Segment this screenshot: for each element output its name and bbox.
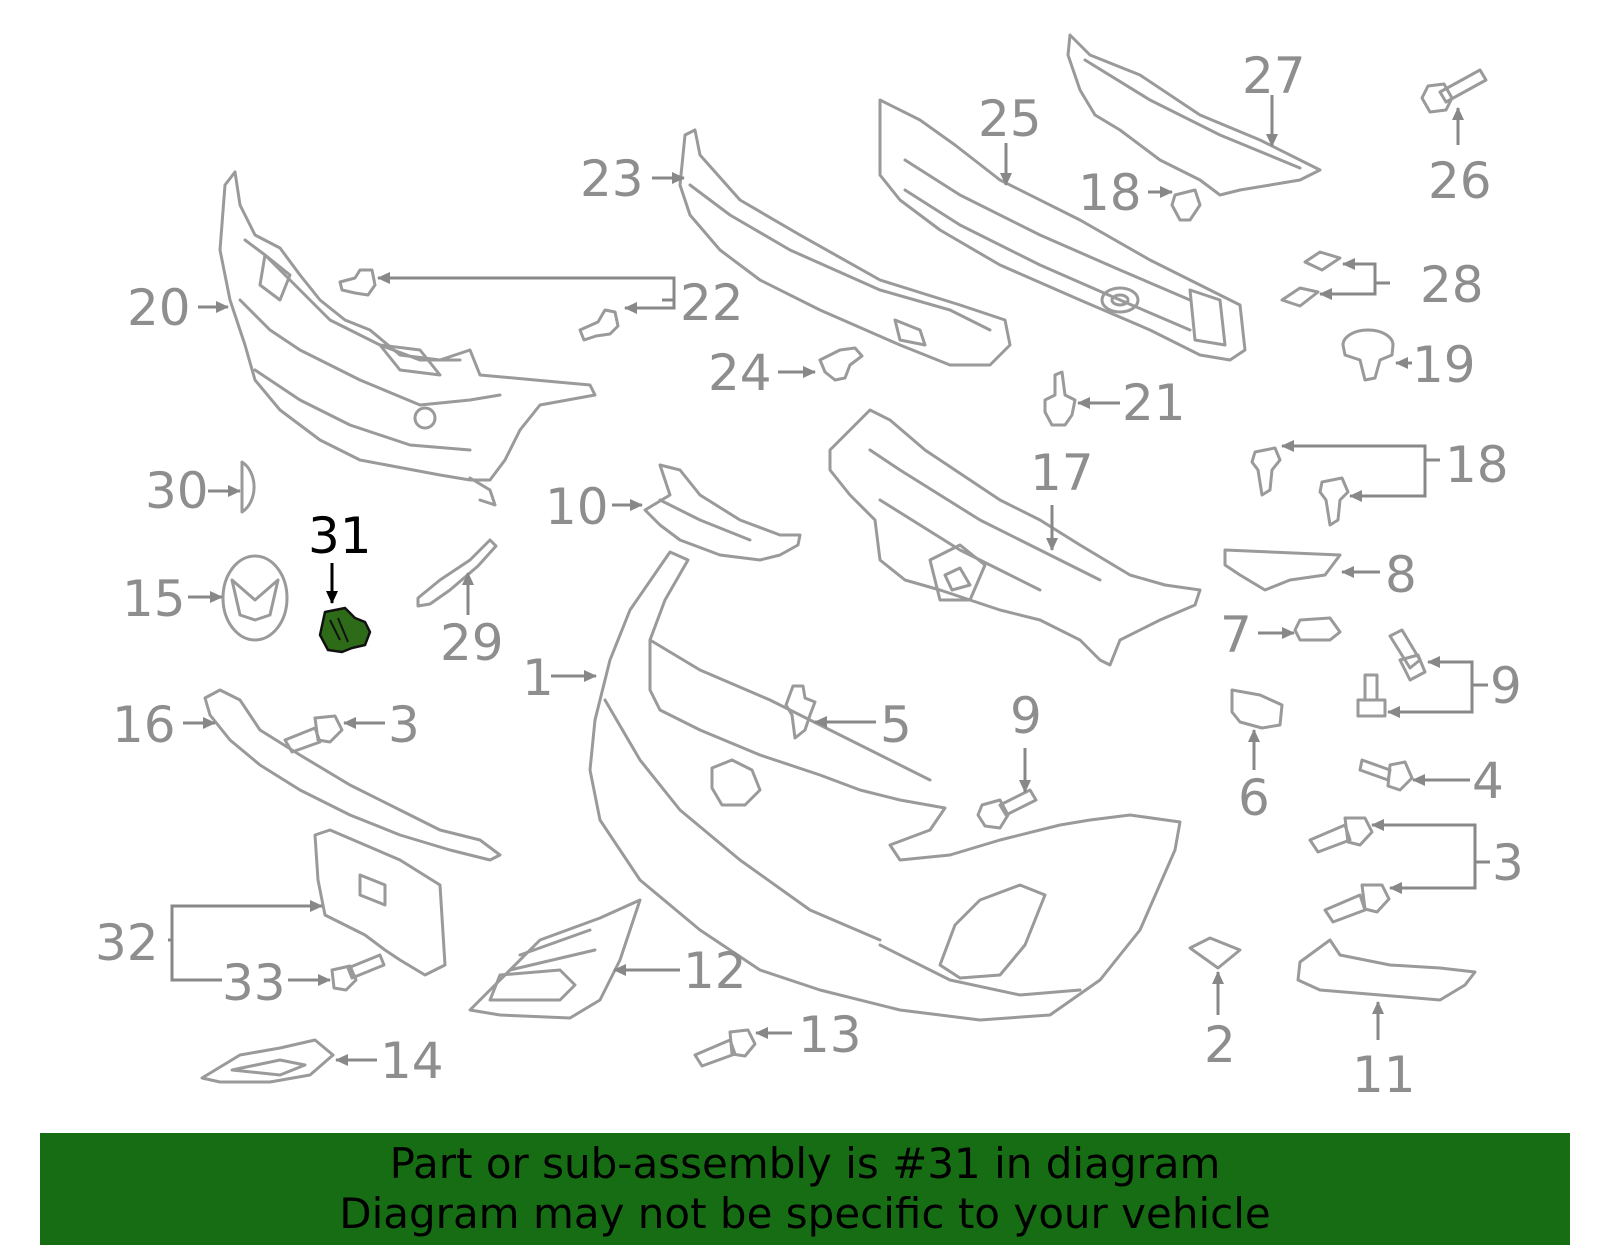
part-24-clip[interactable]: [818, 346, 864, 382]
callout-27: 27: [1242, 47, 1306, 105]
callout-4: 4: [1472, 752, 1504, 810]
part-2-clip[interactable]: [1188, 936, 1242, 970]
callout-6: 6: [1238, 769, 1270, 827]
callout-20: 20: [127, 279, 191, 337]
part-5-clip[interactable]: [784, 684, 817, 740]
part-10-bracket[interactable]: [643, 463, 802, 562]
callout-14: 14: [380, 1032, 444, 1090]
callout-28: 28: [1420, 256, 1484, 314]
part-22-clip-b[interactable]: [578, 308, 620, 342]
callout-29: 29: [440, 614, 504, 672]
part-4-bolt[interactable]: [1358, 758, 1414, 792]
leader-lines: [168, 95, 1490, 1066]
part-27-absorber[interactable]: [1066, 33, 1322, 197]
part-18-clip-a[interactable]: [1170, 188, 1202, 222]
part-3-screw-b[interactable]: [1323, 883, 1391, 924]
callout-1: 1: [522, 649, 554, 707]
callout-31: 31: [308, 507, 372, 565]
callout-15: 15: [122, 570, 186, 628]
part-31-highlighted[interactable]: [318, 606, 372, 654]
part-21-bolt[interactable]: [1043, 370, 1077, 427]
banner-line-2: Diagram may not be specific to your vehi…: [339, 1189, 1271, 1238]
callout-26: 26: [1428, 152, 1492, 210]
part-32-license-bracket[interactable]: [313, 828, 447, 977]
part-1-bumper-cover[interactable]: [588, 550, 1182, 1022]
callout-9-center: 9: [1010, 687, 1042, 745]
part-9-bolt-b[interactable]: [1356, 673, 1387, 718]
part-33-bolt[interactable]: [330, 953, 386, 992]
part-16-strip[interactable]: [203, 688, 502, 862]
info-banner: Part or sub-assembly is #31 in diagram D…: [40, 1133, 1570, 1245]
callout-3-left: 3: [388, 696, 420, 754]
banner-line-1: Part or sub-assembly is #31 in diagram: [389, 1139, 1221, 1188]
callout-5: 5: [880, 696, 912, 754]
callout-25: 25: [978, 90, 1042, 148]
part-9-bolt-a[interactable]: [1388, 628, 1427, 682]
callout-23: 23: [580, 150, 644, 208]
callout-9-right: 9: [1490, 657, 1522, 715]
callout-2: 2: [1204, 1016, 1236, 1074]
callout-11: 11: [1352, 1046, 1416, 1104]
callout-18-top: 18: [1078, 164, 1142, 222]
part-14-bezel[interactable]: [200, 1038, 335, 1084]
part-19-clip[interactable]: [1341, 328, 1395, 382]
part-8-panel[interactable]: [1223, 548, 1342, 592]
callout-13: 13: [798, 1006, 862, 1064]
part-17-support[interactable]: [828, 408, 1202, 667]
part-3-screw-a[interactable]: [1308, 816, 1374, 854]
part-26-bolt[interactable]: [1420, 68, 1488, 114]
part-23-upper-bar[interactable]: [678, 128, 1012, 367]
callout-7: 7: [1220, 606, 1252, 664]
part-25-reinforcement[interactable]: [878, 98, 1247, 362]
callout-12: 12: [683, 942, 747, 1000]
callout-30: 30: [145, 462, 209, 520]
callout-17: 17: [1030, 444, 1094, 502]
callout-labels: 20 23 25 27 26 18 22 28 19 21 24 18 17 1…: [95, 47, 1524, 1104]
part-28-labels[interactable]: [1280, 250, 1342, 308]
callout-3-right: 3: [1492, 834, 1524, 892]
callout-8: 8: [1385, 546, 1417, 604]
callout-16: 16: [112, 696, 176, 754]
part-3-screw-c[interactable]: [283, 714, 344, 754]
part-18-clip-b[interactable]: [1250, 446, 1282, 497]
callout-24: 24: [708, 344, 772, 402]
part-18-clip-c[interactable]: [1318, 476, 1350, 527]
part-30-cap[interactable]: [240, 460, 256, 514]
part-11-lower-bracket[interactable]: [1296, 938, 1477, 1002]
part-13-screw[interactable]: [693, 1028, 757, 1068]
part-29-harness[interactable]: [416, 538, 498, 608]
part-15-emblem[interactable]: [221, 554, 289, 642]
part-6-bracket[interactable]: [1230, 688, 1284, 730]
part-7-clip[interactable]: [1293, 616, 1342, 642]
callout-21: 21: [1122, 374, 1186, 432]
callout-10: 10: [545, 478, 609, 536]
callout-33: 33: [222, 954, 286, 1012]
part-22-clip-a[interactable]: [338, 268, 377, 297]
callout-19: 19: [1412, 336, 1476, 394]
callout-32: 32: [95, 914, 159, 972]
callout-18-right: 18: [1445, 436, 1509, 494]
callout-22: 22: [680, 274, 744, 332]
part-9-bolt-c[interactable]: [976, 788, 1038, 830]
part-20-grille[interactable]: [218, 170, 597, 507]
part-12-fog-grille[interactable]: [468, 898, 642, 1020]
